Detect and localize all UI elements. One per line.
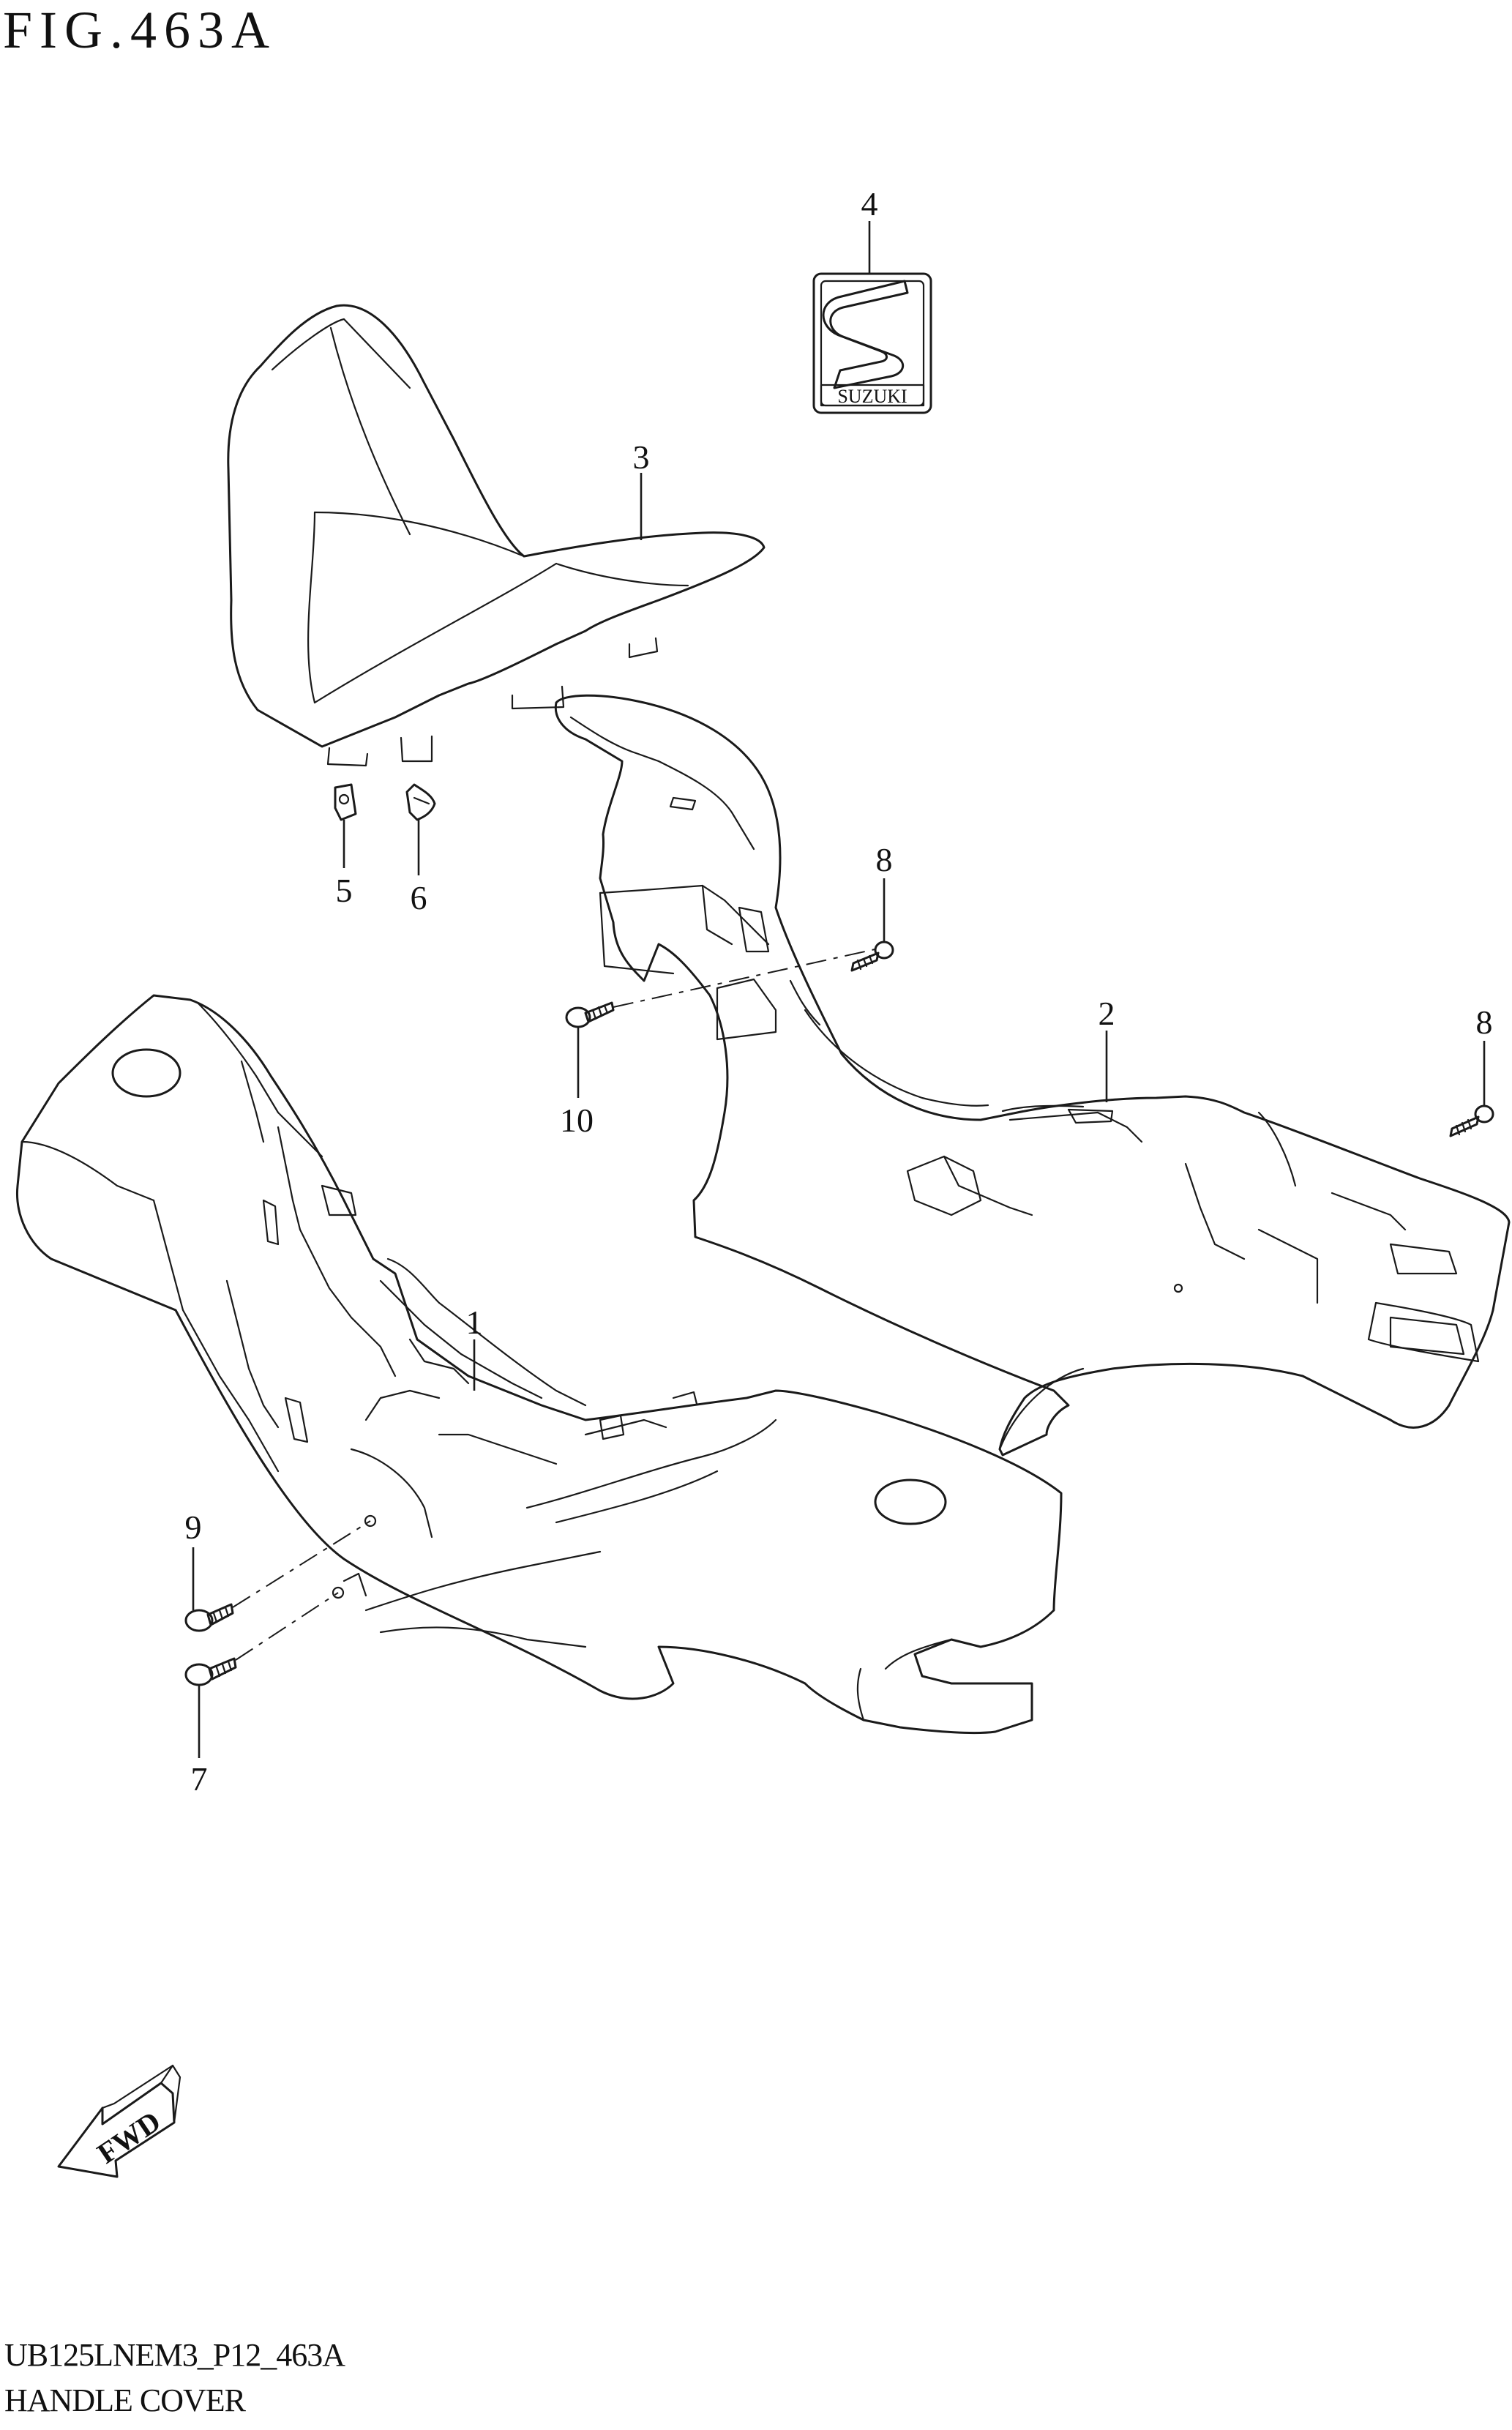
callout-7: 7	[191, 1760, 208, 1798]
callout-5: 5	[336, 872, 353, 909]
callout-10: 10	[560, 1102, 594, 1139]
emblem-part: SUZUKI	[812, 272, 932, 414]
clip-nut-part	[334, 783, 357, 868]
callout-3: 3	[633, 438, 650, 476]
clip-part	[405, 783, 436, 875]
emblem-brand-text: SUZUKI	[837, 386, 907, 407]
callout-4: 4	[861, 185, 878, 223]
callout-1: 1	[466, 1304, 483, 1341]
figure-code: UB125LNEM3_P12_463A	[4, 2337, 345, 2373]
forward-direction-arrow: FWD	[57, 2064, 181, 2178]
front-handle-cover-part	[15, 994, 1063, 1735]
callout-8-upper: 8	[876, 841, 893, 878]
screw-10	[565, 948, 879, 1098]
callout-9: 9	[185, 1509, 202, 1546]
callout-8-right: 8	[1476, 1003, 1493, 1041]
figure-name: HANDLE COVER	[4, 2382, 246, 2418]
rear-handle-cover-part	[554, 694, 1511, 1457]
screw-9	[184, 1520, 371, 1632]
screw-7	[184, 1592, 339, 1758]
screw-8-right	[1449, 1041, 1494, 1137]
screw-8-upper	[850, 878, 894, 972]
callout-6: 6	[411, 879, 427, 916]
front-cover-part	[227, 304, 766, 767]
figure-title: FIG.463A	[3, 1, 277, 59]
callout-2: 2	[1099, 995, 1115, 1032]
